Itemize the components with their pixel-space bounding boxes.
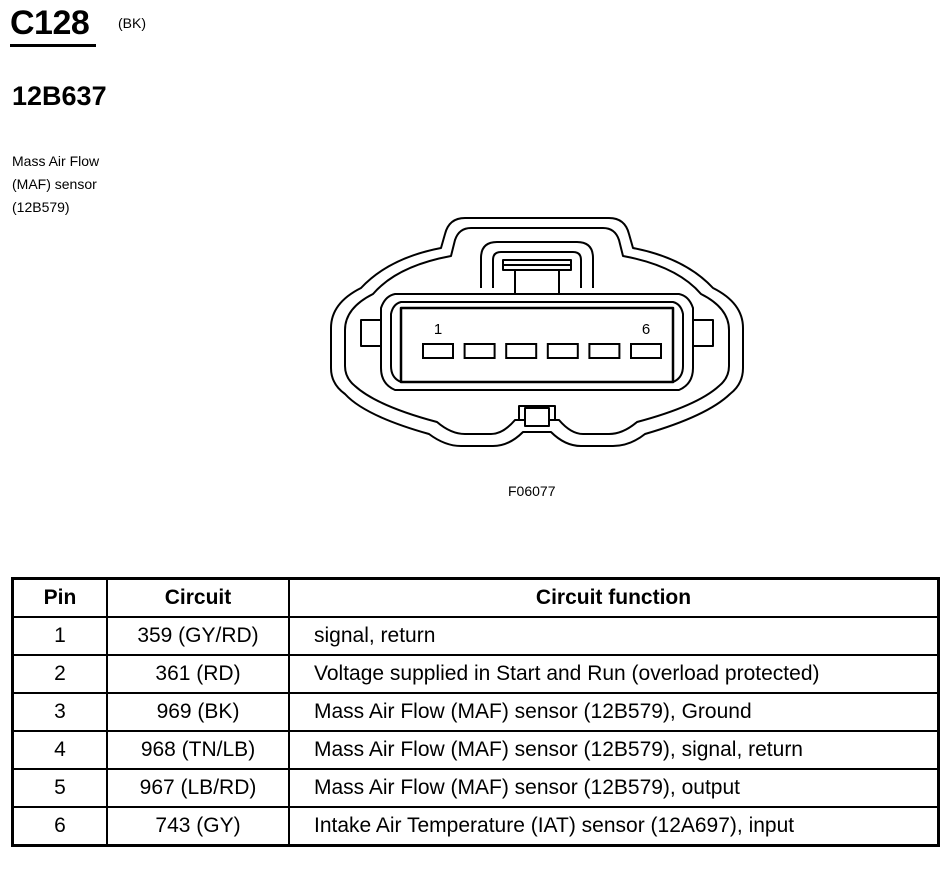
- table-row: 4 968 (TN/LB) Mass Air Flow (MAF) sensor…: [11, 730, 940, 770]
- cell-pin: 4: [11, 730, 108, 770]
- description-line: (12B579): [12, 199, 70, 215]
- connector-color: (BK): [118, 15, 146, 31]
- connector-id-underline: [10, 44, 96, 47]
- pinout-table: Pin Circuit Circuit function 1 359 (GY/R…: [11, 577, 940, 847]
- pin-label-first: 1: [434, 321, 442, 338]
- table-row: 1 359 (GY/RD) signal, return: [11, 616, 940, 656]
- cell-function: Intake Air Temperature (IAT) sensor (12A…: [288, 806, 940, 847]
- cell-circuit: 968 (TN/LB): [106, 730, 290, 770]
- table-row: 2 361 (RD) Voltage supplied in Start and…: [11, 654, 940, 694]
- column-header-pin: Pin: [11, 577, 108, 618]
- cell-function: Mass Air Flow (MAF) sensor (12B579), out…: [288, 768, 940, 808]
- latch-outline: [480, 241, 594, 288]
- pin-terminal: [546, 343, 579, 359]
- pin-terminal: [505, 343, 538, 359]
- cell-circuit: 743 (GY): [106, 806, 290, 847]
- cell-function: signal, return: [288, 616, 940, 656]
- side-key-left: [360, 319, 382, 347]
- description-line: (MAF) sensor: [12, 176, 97, 192]
- cell-circuit: 361 (RD): [106, 654, 290, 694]
- table-header-row: Pin Circuit Circuit function: [11, 577, 940, 618]
- pin-terminal: [463, 343, 496, 359]
- body-outline-inner: [390, 301, 684, 383]
- connector-id: C128: [10, 4, 90, 42]
- table-row: 6 743 (GY) Intake Air Temperature (IAT) …: [11, 806, 940, 847]
- column-header-circuit: Circuit: [106, 577, 290, 618]
- pin-cavity: [399, 306, 675, 384]
- connector-face-diagram: 1 6: [330, 217, 744, 447]
- cell-pin: 2: [11, 654, 108, 694]
- figure-id: F06077: [508, 483, 556, 499]
- component-description: Mass Air Flow (MAF) sensor (12B579): [12, 150, 99, 219]
- cell-function: Mass Air Flow (MAF) sensor (12B579), sig…: [288, 730, 940, 770]
- housing-inner-outline: [344, 227, 730, 435]
- latch-inner: [492, 251, 582, 288]
- cell-pin: 5: [11, 768, 108, 808]
- pin-label-last: 6: [642, 321, 650, 338]
- cell-function: Mass Air Flow (MAF) sensor (12B579), Gro…: [288, 692, 940, 732]
- table-row: 3 969 (BK) Mass Air Flow (MAF) sensor (1…: [11, 692, 940, 732]
- housing-outer-outline: [330, 217, 744, 447]
- cell-pin: 1: [11, 616, 108, 656]
- pin-terminal: [630, 343, 662, 359]
- table-row: 5 967 (LB/RD) Mass Air Flow (MAF) sensor…: [11, 768, 940, 808]
- cell-function: Voltage supplied in Start and Run (overl…: [288, 654, 940, 694]
- description-line: Mass Air Flow: [12, 153, 100, 169]
- column-header-function: Circuit function: [288, 577, 940, 618]
- pin-terminal: [588, 343, 621, 359]
- cell-pin: 3: [11, 692, 108, 732]
- cell-pin: 6: [11, 806, 108, 847]
- body-outline: [380, 293, 694, 391]
- part-number: 12B637: [12, 81, 107, 111]
- side-key-right: [692, 319, 714, 347]
- pin-terminal: [422, 343, 454, 359]
- bottom-key: [518, 405, 556, 420]
- cell-circuit: 969 (BK): [106, 692, 290, 732]
- cell-circuit: 359 (GY/RD): [106, 616, 290, 656]
- cell-circuit: 967 (LB/RD): [106, 768, 290, 808]
